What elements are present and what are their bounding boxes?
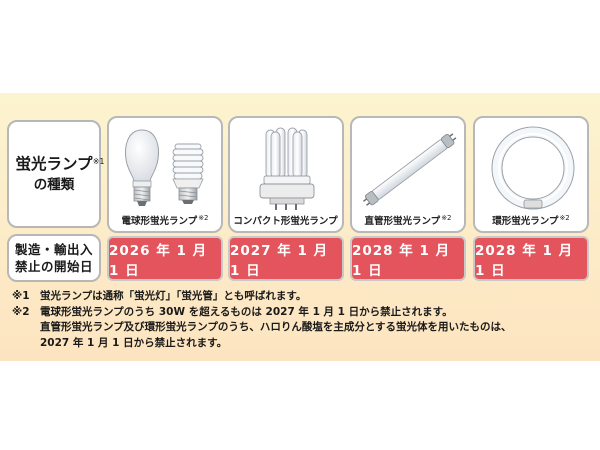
- lamp-name: コンパクト形蛍光ランプ: [233, 216, 338, 227]
- footnote-2-line-2: 直管形蛍光ランプ及び環形蛍光ランプのうち、ハロりん酸塩を主成分とする蛍光体を用い…: [40, 321, 512, 333]
- lamp-name: 直管形蛍光ランプ: [364, 216, 441, 227]
- lamp-label-circular: 環形蛍光ランプ※2: [475, 213, 587, 227]
- row-header-lamp-type-subtitle: の種類: [33, 177, 75, 193]
- row-header-ban-date: 製造・輸出入 禁止の開始日: [7, 234, 101, 282]
- row-header-lamp-type: 蛍光ランプ※1 の種類: [7, 120, 105, 228]
- ban-date-straight: 2028 年 1 月 1 日: [350, 236, 466, 281]
- lamp-card-circular: 環形蛍光ランプ※2: [473, 116, 589, 233]
- lamp-label-bulb: 電球形蛍光ランプ※2: [109, 213, 221, 227]
- note-mark: ※2: [441, 213, 452, 222]
- footnote-text: 電球形蛍光ランプのうち 30W を超えるものは 2027 年 1 月 1 日から…: [40, 305, 453, 318]
- compact-lamp-icon: [259, 127, 315, 210]
- ban-date-circular: 2028 年 1 月 1 日: [473, 236, 589, 281]
- footnote-text: 蛍光ランプは通称「蛍光灯」「蛍光管」とも呼ばれます。: [40, 290, 307, 302]
- straight-tube-icon: [363, 133, 457, 206]
- row-header-lamp-type-title: 蛍光ランプ: [15, 155, 93, 173]
- ban-date-bulb: 2026 年 1 月 1 日: [107, 236, 223, 281]
- note-mark: ※1: [92, 157, 105, 166]
- note-mark: ※2: [12, 305, 30, 318]
- note-mark: ※1: [12, 290, 30, 302]
- lamp-card-bulb: 電球形蛍光ランプ※2: [107, 116, 223, 233]
- note-mark: ※2: [559, 213, 570, 222]
- lamp-name: 環形蛍光ランプ: [492, 216, 559, 227]
- footnote-2-line-3: 2027 年 1 月 1 日から禁止されます。: [40, 336, 228, 349]
- footnotes: ※1 蛍光ランプは通称「蛍光灯」「蛍光管」とも呼ばれます。 ※2 電球形蛍光ランプの…: [12, 289, 592, 351]
- circular-lamp-icon: [491, 126, 575, 210]
- note-mark: ※2: [198, 213, 209, 222]
- row-header-ban-date-line2: 禁止の開始日: [14, 259, 93, 274]
- ban-date-compact: 2027 年 1 月 1 日: [228, 236, 344, 281]
- lamp-name: 電球形蛍光ランプ: [121, 216, 198, 227]
- lamp-card-compact: コンパクト形蛍光ランプ: [228, 116, 344, 233]
- footnote-2: ※2 電球形蛍光ランプのうち 30W を超えるものは 2027 年 1 月 1 日…: [12, 305, 592, 321]
- bulb-lamp-icon: [125, 129, 204, 206]
- lamp-card-straight: 直管形蛍光ランプ※2: [350, 116, 466, 233]
- footnote-1: ※1 蛍光ランプは通称「蛍光灯」「蛍光管」とも呼ばれます。: [12, 289, 592, 305]
- lamp-label-straight: 直管形蛍光ランプ※2: [352, 213, 464, 227]
- row-header-ban-date-line1: 製造・輸出入: [14, 242, 93, 257]
- lamp-label-compact: コンパクト形蛍光ランプ: [230, 213, 342, 227]
